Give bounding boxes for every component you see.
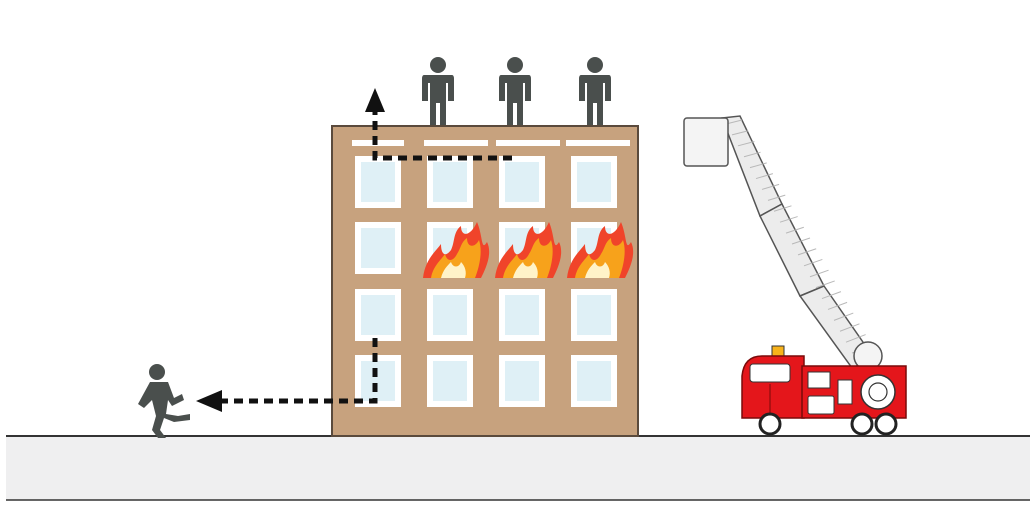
ladder-rung (809, 269, 829, 278)
flames (423, 222, 634, 278)
ladder-boom-middle (759, 202, 826, 297)
ladder-rung (827, 301, 848, 310)
people (138, 57, 611, 438)
window (355, 156, 401, 208)
control-panel (807, 371, 831, 389)
windows (355, 156, 617, 407)
ladder-rung (821, 291, 842, 300)
roof-escape-route (372, 112, 512, 161)
ladder-rung (743, 151, 761, 158)
rear-wheel-2 (874, 412, 898, 436)
person-icon (422, 57, 454, 125)
window (427, 289, 473, 341)
window (355, 355, 401, 407)
window (571, 156, 617, 208)
window (499, 156, 545, 208)
ladder-boom-upper (720, 115, 783, 218)
ladder-rung (803, 258, 823, 267)
roof-ledge (496, 140, 560, 146)
ladder-rung (791, 237, 811, 245)
window (499, 289, 545, 341)
escape-routes (196, 88, 512, 412)
cab-window (749, 363, 791, 383)
window (571, 289, 617, 341)
window (427, 355, 473, 407)
ladder-rung (845, 334, 866, 343)
roof-ledge (424, 140, 488, 146)
ladder-rung (749, 162, 767, 169)
person-icon (138, 364, 190, 438)
warning-light (771, 345, 785, 357)
hose-reel-core (868, 382, 888, 402)
ladder-rung (761, 183, 780, 190)
ladder-rung (797, 248, 817, 256)
window (355, 222, 401, 274)
roof-ledge (566, 140, 630, 146)
roof-ledge (352, 140, 404, 146)
building (331, 125, 639, 437)
window (355, 289, 401, 341)
front-wheel (758, 412, 782, 436)
person-icon (579, 57, 611, 125)
aerial-ladder-icon (683, 115, 883, 371)
ladder-rung (833, 312, 854, 321)
fire-icon (495, 222, 562, 278)
ladder-rung (779, 216, 798, 223)
roof-ledges (352, 140, 630, 146)
equipment-box (807, 395, 835, 415)
ground-escape-route (222, 338, 378, 404)
ladder-rung (737, 140, 755, 147)
rear-panel (837, 379, 853, 405)
window (427, 156, 473, 208)
rear-wheel-1 (850, 412, 874, 436)
ladder-rung (839, 323, 860, 332)
window (499, 355, 545, 407)
ladder-basket (683, 117, 729, 167)
ladder-rung (773, 205, 792, 212)
person-icon (499, 57, 531, 125)
window (571, 355, 617, 407)
ladder-rung (785, 226, 804, 234)
fire-icon (567, 222, 634, 278)
fire-icon (423, 222, 490, 278)
fire-truck-icon (683, 115, 907, 436)
ladder-rung (731, 130, 749, 136)
ladder-rung (767, 194, 786, 201)
ladder-rung (815, 280, 835, 289)
ground (6, 436, 1030, 500)
arrow-up-icon (365, 88, 385, 112)
ladder-rung (755, 173, 774, 180)
ladder-rungs (725, 119, 879, 365)
arrow-left-icon (196, 390, 222, 412)
